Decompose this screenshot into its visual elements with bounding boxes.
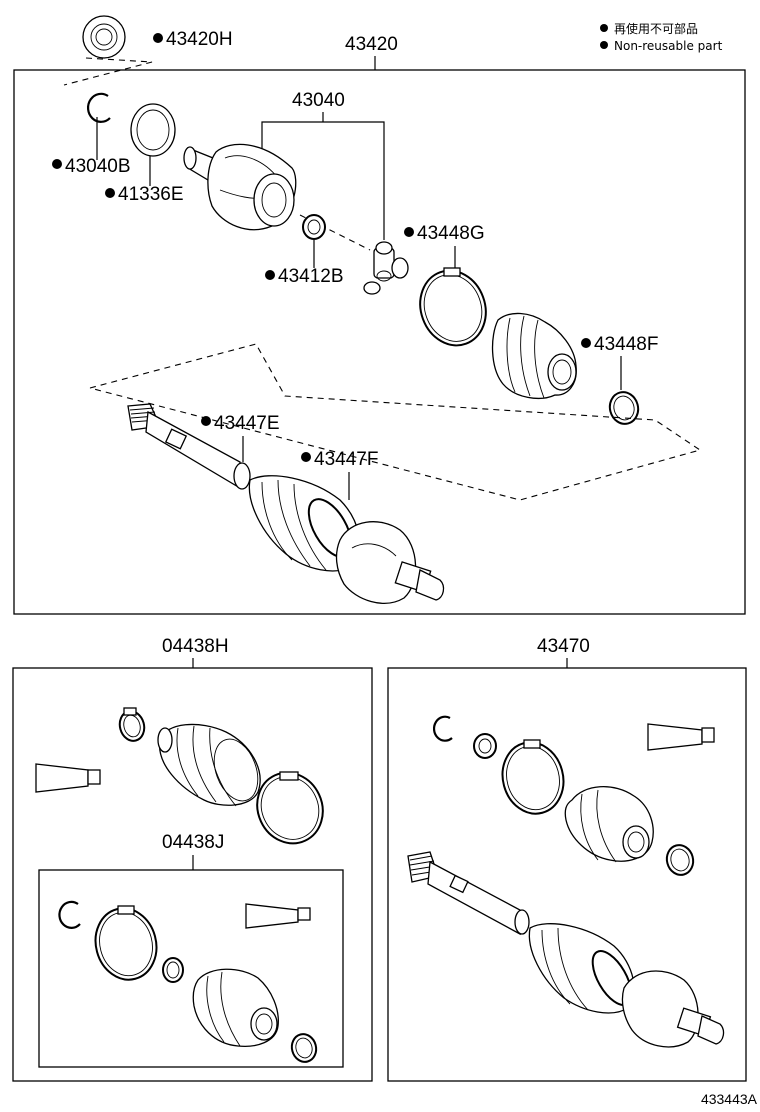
part-drive-shaft-outboard[interactable]	[127, 403, 251, 490]
kit-04438j-small-clamp[interactable]	[289, 1031, 319, 1064]
dashed-group-outline	[89, 343, 702, 501]
callout-43470[interactable]: 43470	[537, 636, 590, 657]
part-43040-inboard-joint-housing[interactable]	[183, 143, 297, 231]
non-reusable-bullet-icon	[581, 338, 591, 348]
callout-43420h[interactable]: 43420H	[166, 29, 233, 50]
part-tripod-joint[interactable]	[363, 241, 409, 295]
part-43470-small-clamp[interactable]	[664, 842, 697, 878]
non-reusable-bullet-icon	[105, 188, 115, 198]
part-43470-boot[interactable]	[564, 785, 654, 863]
callout-43447f[interactable]: 43447F	[314, 449, 378, 470]
callout-43447e[interactable]: 43447E	[214, 413, 280, 434]
assembly-frame-43470	[387, 667, 747, 1082]
callout-43448g[interactable]: 43448G	[417, 223, 485, 244]
non-reusable-bullet-icon	[52, 159, 62, 169]
part-43448g-boot-clamp-large[interactable]	[410, 261, 496, 354]
part-43470-small-ring[interactable]	[473, 733, 497, 759]
kit-04438j-boot[interactable]	[192, 968, 279, 1048]
part-43470-drive-shaft[interactable]	[407, 851, 725, 1048]
non-reusable-bullet-icon	[301, 452, 311, 462]
legend-en: Non-reusable part	[614, 39, 723, 53]
part-inboard-boot[interactable]	[491, 312, 577, 399]
part-43470-grease-tube[interactable]	[647, 723, 715, 751]
kit-04438h-grease-tube[interactable]	[35, 763, 101, 793]
callout-04438h[interactable]: 04438H	[162, 636, 229, 657]
non-reusable-bullet-icon	[153, 33, 163, 43]
kit-04438h-large-clamp[interactable]	[246, 762, 334, 854]
legend-bullet-icon	[600, 41, 608, 49]
callout-04438j[interactable]: 04438J	[162, 832, 224, 853]
kit-04438j-snap-ring[interactable]	[58, 900, 81, 929]
part-43420h-oil-seal[interactable]	[82, 15, 126, 59]
callout-43040[interactable]: 43040	[292, 90, 345, 111]
non-reusable-bullet-icon	[404, 227, 414, 237]
part-43448f-boot-clamp-small[interactable]	[606, 389, 641, 427]
kit-04438h-boot[interactable]	[157, 723, 266, 807]
callout-43412b[interactable]: 43412B	[278, 266, 344, 287]
kit-04438j-large-clamp[interactable]	[88, 901, 165, 986]
legend: 再使用不可部品 Non-reusable part	[600, 21, 723, 53]
part-43412b-snap-ring[interactable]	[302, 214, 326, 240]
non-reusable-bullet-icon	[201, 416, 211, 426]
part-43040b-snap-ring[interactable]	[86, 92, 111, 123]
callout-43420[interactable]: 43420	[345, 34, 398, 55]
callout-43448f[interactable]: 43448F	[594, 334, 658, 355]
assembly-frame-43420	[13, 69, 746, 615]
dashed-leader	[63, 57, 153, 86]
legend-bullet-icon	[600, 24, 608, 32]
kit-04438j-small-ring[interactable]	[162, 957, 184, 983]
kit-frame-04438j	[38, 869, 344, 1068]
legend-jp: 再使用不可部品	[614, 21, 698, 36]
diagram-id: 433443A	[701, 1091, 758, 1107]
callout-43040b[interactable]: 43040B	[65, 156, 131, 177]
part-43470-large-clamp[interactable]	[495, 735, 572, 820]
kit-frame-04438h	[12, 667, 373, 1082]
part-43470-snap-ring[interactable]	[433, 715, 453, 742]
part-41336e-seal[interactable]	[130, 103, 176, 157]
part-outboard-boot-and-joint[interactable]	[248, 475, 445, 604]
callout-41336e[interactable]: 41336E	[118, 184, 184, 205]
kit-04438j-grease-tube[interactable]	[245, 903, 311, 929]
non-reusable-bullet-icon	[265, 270, 275, 280]
kit-04438h-small-clamp[interactable]	[117, 707, 148, 744]
